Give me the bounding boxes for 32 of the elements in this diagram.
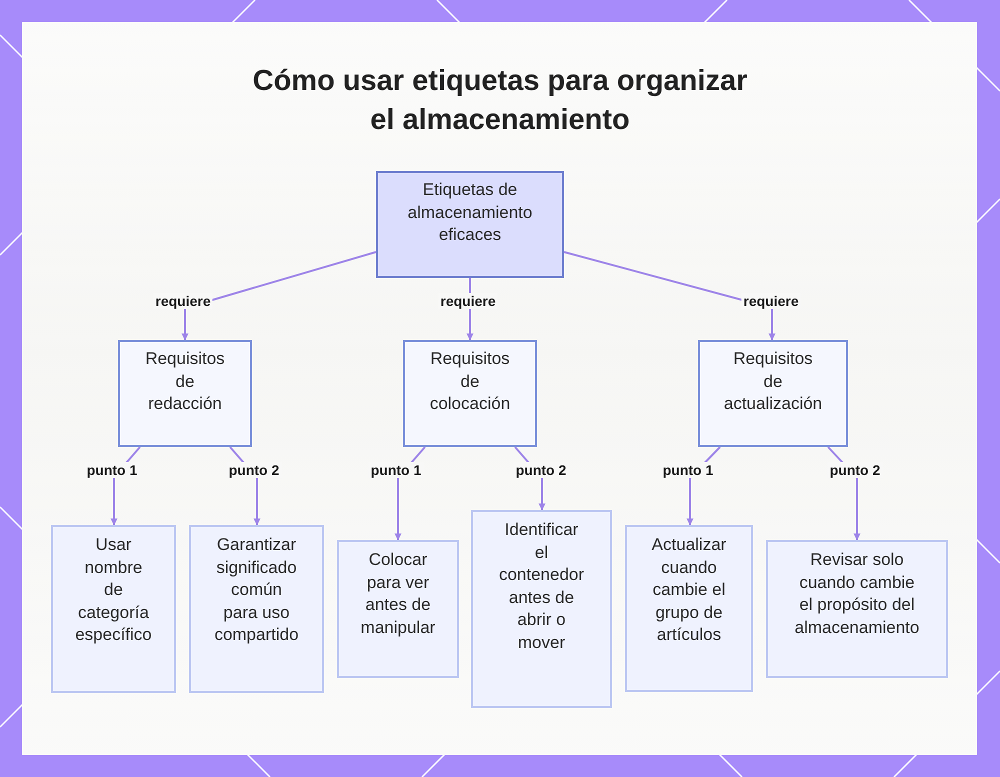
process-box: [51, 525, 176, 693]
process-box: [471, 510, 612, 708]
edge-label: requiere: [438, 293, 498, 309]
edge-label: punto 2: [514, 462, 568, 478]
node-text: Colocar para ver antes de manipular: [360, 549, 436, 638]
node-text: Requisitos de colocación: [428, 348, 512, 415]
connector-arrow: [182, 251, 376, 340]
process-box: [118, 340, 252, 447]
node-text: Usar nombre de categoría específico: [74, 534, 152, 646]
connector-arrow: [564, 251, 776, 340]
process-box: [337, 540, 459, 678]
diagram-title: Cómo usar etiquetas para organizar el almacenamiento: [252, 64, 748, 138]
process-box: [698, 340, 848, 447]
process-box: [625, 525, 753, 692]
node-text: Identificar el contenedor antes de abrir o mover: [498, 519, 586, 654]
node-text: Requisitos de actualización: [723, 348, 823, 415]
edge-label: punto 1: [368, 462, 424, 478]
node-text: Requisitos de redacción: [144, 348, 226, 415]
edge-label: punto 2: [226, 462, 282, 478]
edge-label: requiere: [153, 293, 213, 309]
edge-label: punto 1: [660, 462, 716, 478]
process-box: [766, 540, 948, 678]
node-text: Actualizar cuando cambie el grupo de artículos: [650, 534, 728, 646]
node-text: Etiquetas de almacenamiento eficaces: [406, 179, 534, 246]
process-box: [189, 525, 324, 693]
edge-label: requiere: [741, 293, 801, 309]
process-box: [376, 171, 564, 278]
node-text: Garantizar significado común para uso compartido: [213, 534, 300, 646]
process-box: [403, 340, 537, 447]
edge-label: punto 1: [84, 462, 140, 478]
node-text: Revisar solo cuando cambie el propósito del almacenamiento: [794, 549, 920, 638]
edge-label: punto 2: [828, 462, 882, 478]
